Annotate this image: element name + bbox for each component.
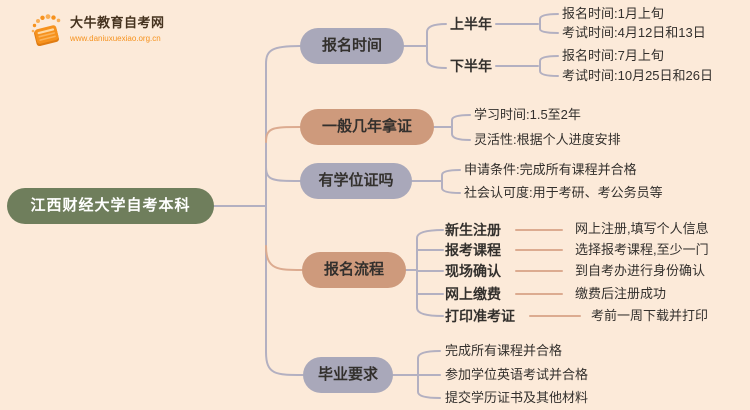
leaf-ticket-detail: 考前一周下载并打印 xyxy=(591,308,709,323)
leaf-second-half-registration: 报名时间:7月上旬 xyxy=(562,48,664,63)
connector-trunk xyxy=(213,45,304,376)
branch-node-registration-time[interactable]: 报名时间 xyxy=(300,28,404,64)
leaf-submit-materials: 提交学历证书及其他材料 xyxy=(445,390,589,405)
leaf-flexibility: 灵活性:根据个人进度安排 xyxy=(474,132,621,147)
site-name: 大牛教育自考网 xyxy=(70,15,165,30)
leaf-payment-detail: 缴费后注册成功 xyxy=(575,286,667,301)
leaf-english-exam: 参加学位英语考试并合格 xyxy=(445,367,589,382)
subnode-print-admission-ticket[interactable]: 打印准考证 xyxy=(445,308,515,324)
connector-branch4-leaf-lines xyxy=(515,229,581,317)
leaf-second-half-exam: 考试时间:10月25日和26日 xyxy=(562,68,713,83)
leaf-degree-recognition: 社会认可度:用于考研、考公务员等 xyxy=(464,185,663,200)
connector-branch4-children xyxy=(405,229,444,317)
subnode-online-payment[interactable]: 网上缴费 xyxy=(445,286,501,302)
branch-node-degree-certificate[interactable]: 有学位证吗 xyxy=(300,163,412,199)
site-url: www.daniuxuexiao.org.cn xyxy=(70,34,161,43)
leaf-degree-condition: 申请条件:完成所有课程并合格 xyxy=(464,162,637,177)
book-icon xyxy=(31,14,61,47)
subnode-choose-courses[interactable]: 报考课程 xyxy=(445,242,501,258)
connector-branch3-children xyxy=(411,169,461,194)
branch-node-years-to-certificate[interactable]: 一般几年拿证 xyxy=(300,109,434,145)
leaf-study-duration: 学习时间:1.5至2年 xyxy=(474,107,581,122)
subnode-new-student-register[interactable]: 新生注册 xyxy=(445,222,501,238)
leaf-first-half-exam: 考试时间:4月12日和13日 xyxy=(562,25,706,40)
subnode-second-half-year[interactable]: 下半年 xyxy=(450,58,492,74)
connector-tan-branches xyxy=(265,126,303,271)
leaf-register-detail: 网上注册,填写个人信息 xyxy=(575,221,709,236)
branch-node-registration-process[interactable]: 报名流程 xyxy=(302,252,406,288)
connector-branch5-children xyxy=(392,350,441,399)
connector-branch1-children xyxy=(403,13,559,77)
leaf-first-half-registration: 报名时间:1月上旬 xyxy=(562,6,664,21)
site-logo: 大牛教育自考网 www.daniuxuexiao.org.cn xyxy=(28,12,165,50)
leaf-confirm-detail: 到自考办进行身份确认 xyxy=(575,263,706,278)
subnode-first-half-year[interactable]: 上半年 xyxy=(450,16,492,32)
site-logo-text: 大牛教育自考网 www.daniuxuexiao.org.cn xyxy=(70,12,165,43)
root-node[interactable]: 江西财经大学自考本科 xyxy=(7,188,214,224)
branch-node-graduation-requirements[interactable]: 毕业要求 xyxy=(303,357,393,393)
connector-branch2-children xyxy=(433,114,471,141)
leaf-complete-courses: 完成所有课程并合格 xyxy=(445,343,563,358)
subnode-onsite-confirm[interactable]: 现场确认 xyxy=(445,263,501,279)
leaf-courses-detail: 选择报考课程,至少一门 xyxy=(575,242,709,257)
